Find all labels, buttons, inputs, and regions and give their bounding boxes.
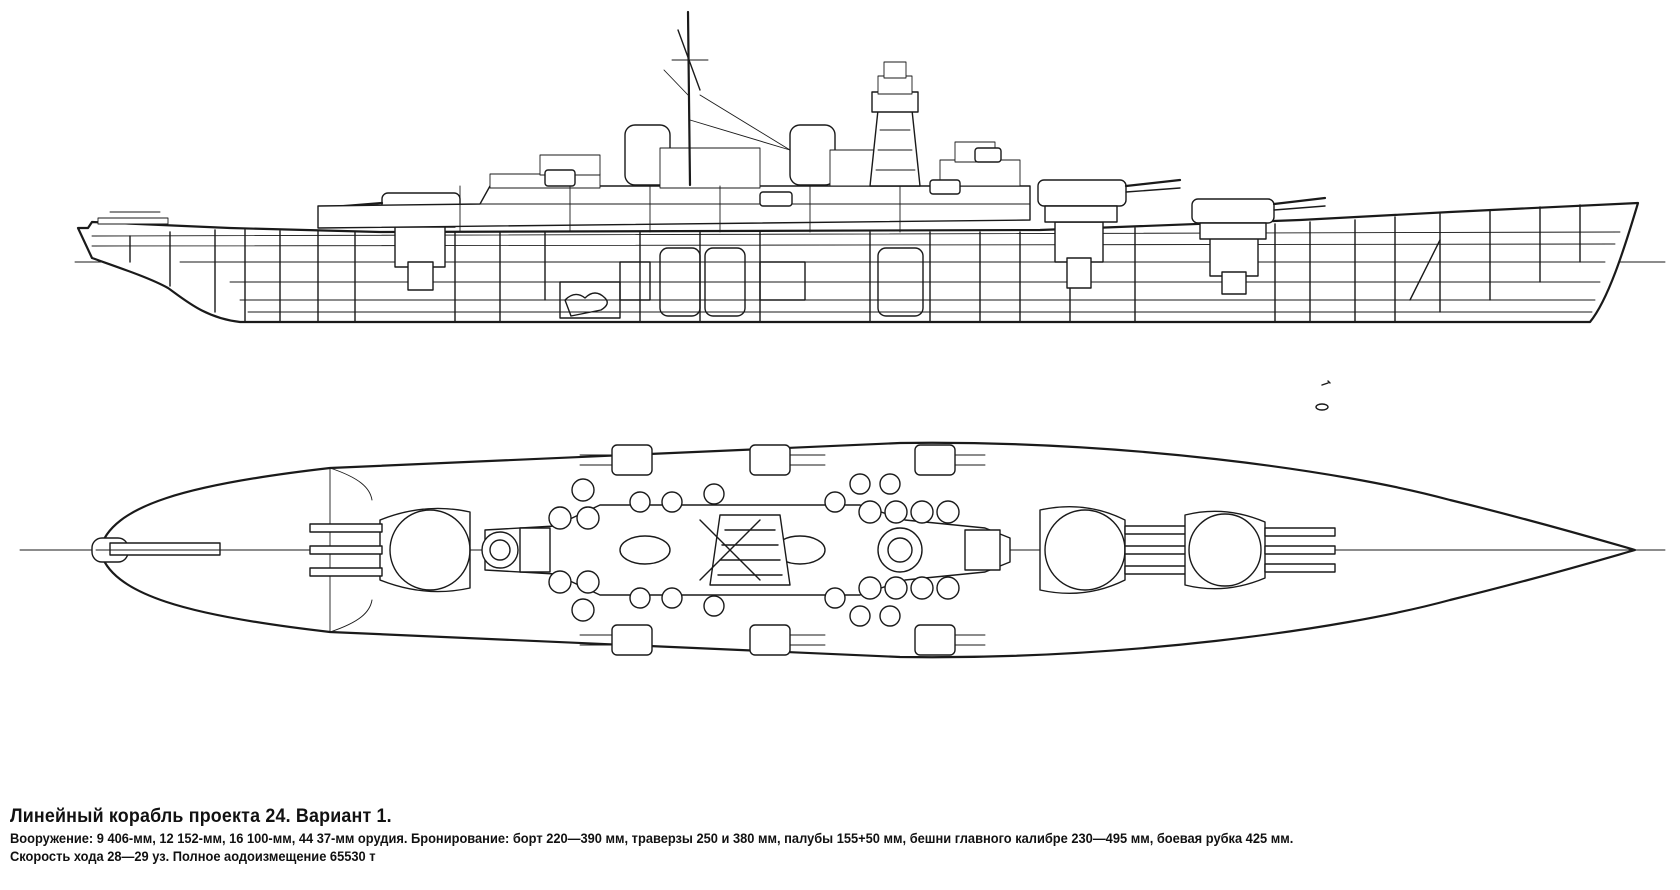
drawing-caption: Линейный корабль проекта 24. Вариант 1. … xyxy=(10,806,1670,864)
caption-armament-armor: Вооружение: 9 406-мм, 12 152-мм, 16 100-… xyxy=(10,831,1294,846)
side-turret-c xyxy=(1191,196,1327,295)
stern-catapult xyxy=(91,537,221,563)
plan-aa-mounts xyxy=(548,473,960,627)
secondary-guns-side xyxy=(544,147,1002,207)
conning-tower xyxy=(869,61,921,187)
plan-superstructure xyxy=(481,504,1011,596)
caption-speed-displacement: Скорость хода 28—29 уз. Полное аодоизмещ… xyxy=(10,849,376,864)
compartment-bulkheads xyxy=(129,204,1581,323)
plan-view xyxy=(19,380,1666,659)
side-profile-view xyxy=(74,10,1666,324)
plan-main-turret-fwd-2 xyxy=(1039,506,1196,594)
side-turret-b xyxy=(1037,178,1182,289)
caption-title: Линейный корабль проекта 24. Вариант 1. xyxy=(10,806,392,827)
plan-secondary-turrets xyxy=(579,444,986,656)
machinery-spaces xyxy=(559,247,924,319)
stray-marks xyxy=(1315,380,1331,411)
plan-main-turret-fwd-3 xyxy=(1184,510,1336,590)
aft-platform xyxy=(97,217,169,225)
main-mast xyxy=(663,10,791,187)
plan-main-turret-aft xyxy=(309,507,471,593)
plan-hull-outline xyxy=(98,441,1637,659)
superstructure xyxy=(317,124,1031,233)
